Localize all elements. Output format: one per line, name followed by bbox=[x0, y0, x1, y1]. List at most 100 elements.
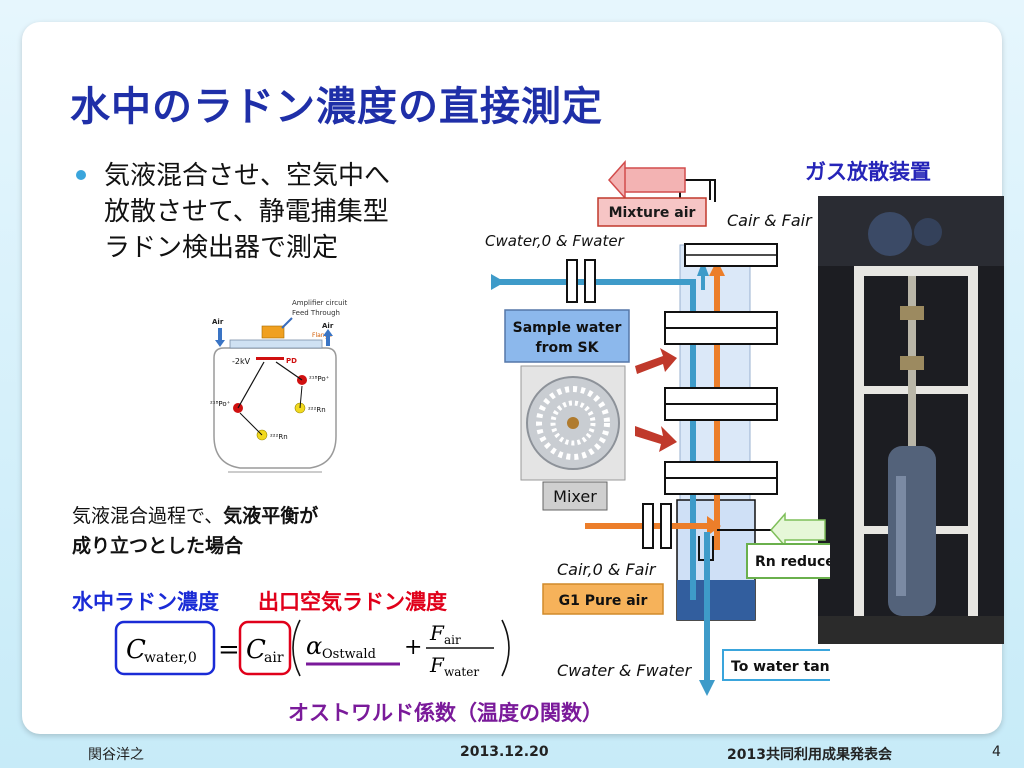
mixer-apparatus-diagram: Mixture air Cair & Fair Cwater,0 & Fwate… bbox=[485, 160, 830, 696]
bullet-line-1: 気液混合させ、空気中へ bbox=[104, 161, 391, 191]
photo-frame-left bbox=[854, 266, 864, 638]
footer-date: 2013.12.20 bbox=[460, 744, 549, 760]
c-water0-f-water-label: Cwater,0 & Fwater bbox=[485, 232, 625, 250]
mixture-air-box bbox=[597, 197, 707, 227]
paren-left bbox=[292, 619, 301, 677]
photo-clamp-2 bbox=[900, 356, 924, 370]
po-ion-right-label: ²¹⁸Po⁺ bbox=[309, 375, 330, 383]
mixer-label: Mixer bbox=[553, 487, 597, 506]
photodiode-bar bbox=[256, 357, 284, 360]
page-number: 4 bbox=[992, 744, 1001, 760]
equals-sign: = bbox=[218, 635, 240, 665]
from-sk-label: from SK bbox=[535, 340, 599, 356]
flange-pair-2b bbox=[664, 403, 778, 421]
lhs-symbol: C bbox=[126, 635, 146, 665]
photo-tank-highlight bbox=[896, 476, 906, 596]
flange-label: Flange bbox=[312, 332, 332, 339]
decay-path-right bbox=[299, 385, 303, 409]
mixture-air-arrow-body bbox=[622, 167, 686, 193]
amplifier-block bbox=[261, 325, 285, 339]
mixer-disc-inner bbox=[550, 400, 596, 446]
air-flange-a bbox=[642, 503, 654, 549]
bullet-line-2: 放散させて、静電捕集型 bbox=[104, 197, 389, 227]
inlet-flange-b bbox=[584, 259, 596, 303]
fair-subscript: air bbox=[444, 633, 461, 647]
photo-valve-small bbox=[914, 218, 942, 246]
flange-plate bbox=[229, 339, 323, 349]
bullet-line-3: ラドン検出器で測定 bbox=[104, 233, 339, 263]
to-water-tank-box bbox=[722, 649, 830, 681]
flange-pair-3a bbox=[664, 461, 778, 479]
photo-valve-top bbox=[868, 212, 912, 256]
gas-device-label: ガス放散装置 bbox=[805, 160, 931, 184]
amp-pointer-icon bbox=[281, 317, 293, 329]
air-left-label: Air bbox=[212, 318, 224, 326]
lhs-box bbox=[114, 620, 216, 676]
c-water-f-water-label: Cwater & Fwater bbox=[557, 661, 693, 680]
water-level bbox=[677, 580, 755, 620]
detector-vessel bbox=[213, 347, 337, 469]
air-right-label: Air bbox=[322, 322, 334, 330]
water-radon-label: 水中ラドン濃度 bbox=[72, 590, 219, 614]
footer-author: 関谷洋之 bbox=[88, 747, 144, 763]
paren-right bbox=[501, 619, 510, 677]
bullet-dot-icon bbox=[76, 170, 86, 180]
feed-label: Feed Through bbox=[292, 309, 340, 317]
ostwald-label: オストワルド係数（温度の関数） bbox=[288, 701, 603, 725]
alpha-subscript: Ostwald bbox=[322, 647, 376, 662]
condition-normal: 気液混合過程で、 bbox=[72, 505, 224, 527]
amp-label: Amplifier circuit bbox=[292, 299, 348, 307]
hv-label: -2kV bbox=[232, 357, 251, 366]
lhs-subscript: water,0 bbox=[144, 650, 197, 666]
to-water-tank-label: To water tank bbox=[731, 659, 830, 675]
flange-pair-2a bbox=[664, 387, 778, 405]
sample-water-label: Sample water bbox=[513, 320, 622, 336]
outlet-radon-label: 出口空気ラドン濃度 bbox=[258, 590, 447, 614]
pd-label: PD bbox=[286, 357, 297, 365]
condition-text: 気液混合過程で、気液平衡が 成り立つとした場合 bbox=[72, 501, 318, 561]
air-rise-arrowhead-icon bbox=[709, 260, 725, 276]
photo-floor bbox=[818, 616, 1004, 644]
mixer-label-box bbox=[542, 481, 608, 511]
alpha-symbol: α bbox=[306, 632, 322, 660]
water-inlet-arrowhead-icon bbox=[491, 274, 505, 290]
rn-atom-right-label: ²²²Rn bbox=[308, 406, 326, 414]
flange-pair-1b bbox=[664, 327, 778, 345]
photo-tank bbox=[888, 446, 936, 616]
c-air-f-air-label: Cair & Fair bbox=[727, 211, 813, 230]
ion-path-right bbox=[275, 361, 303, 381]
apparatus-photo bbox=[818, 196, 1004, 644]
red-arrow-upper-icon bbox=[635, 348, 677, 374]
rn-reduced-box bbox=[746, 543, 830, 579]
po-ion-left-label: ²¹⁸Po⁺ bbox=[210, 400, 231, 408]
water-outlet-arrowhead-icon bbox=[699, 680, 715, 696]
cair-box bbox=[238, 620, 292, 676]
photo-frame-right bbox=[968, 266, 978, 638]
flange-pair-3b bbox=[664, 477, 778, 495]
cair-subscript: air bbox=[264, 650, 284, 666]
air-inlet-arrowhead-icon bbox=[707, 516, 721, 536]
decay-path-bottom bbox=[239, 412, 263, 436]
water-top-arrowhead-icon bbox=[697, 260, 709, 276]
bullet-text: 気液混合させ、空気中へ 放散させて、静電捕集型 ラドン検出器で測定 bbox=[104, 158, 390, 266]
fwater-symbol: F bbox=[429, 653, 445, 677]
equilibrium-equation: C water,0 = C air α Ostwald + F air F wa… bbox=[114, 619, 510, 679]
air-out-arrowhead-icon bbox=[323, 329, 333, 336]
mixer-center bbox=[567, 417, 579, 429]
rn-reduced-arrow-icon bbox=[770, 512, 826, 548]
plus-sign: + bbox=[404, 635, 422, 660]
slide-title: 水中のラドン濃度の直接測定 bbox=[70, 84, 603, 130]
ion-path-left bbox=[237, 361, 265, 409]
g1-pure-air-label: G1 Pure air bbox=[559, 593, 648, 609]
inlet-flange-a bbox=[566, 259, 578, 303]
rn-atom-bottom-label: ²²²Rn bbox=[270, 433, 288, 441]
mixture-air-arrow-icon bbox=[607, 160, 626, 200]
c-air0-f-air-label: Cair,0 & Fair bbox=[557, 560, 657, 579]
sample-water-box bbox=[504, 309, 630, 363]
photo-clamp-1 bbox=[900, 306, 924, 320]
footer-event: 2013共同利用成果発表会 bbox=[727, 747, 892, 763]
red-arrow-lower-icon bbox=[635, 426, 677, 452]
condition-bold-2: 成り立つとした場合 bbox=[72, 535, 244, 557]
air-flange-b bbox=[660, 503, 672, 549]
mixture-air-label: Mixture air bbox=[609, 205, 696, 221]
